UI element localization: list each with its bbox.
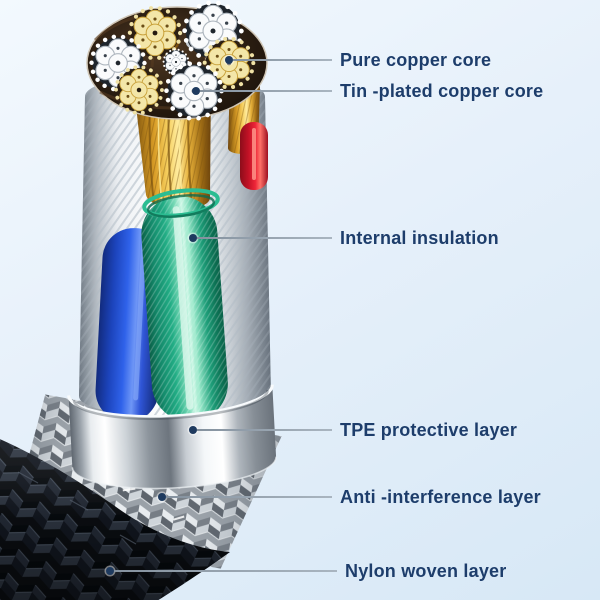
- callout-nylon-woven-layer: Nylon woven layer: [106, 561, 506, 581]
- callout-label: TPE protective layer: [340, 419, 518, 440]
- leader-line: [197, 237, 332, 239]
- tpe-ring-rim: [67, 384, 274, 419]
- callout-label: Pure copper core: [340, 49, 492, 70]
- callout-label: Nylon woven layer: [345, 560, 507, 581]
- callout-tin-plated-copper-core: Tin -plated copper core: [192, 81, 543, 101]
- leader-dot: [189, 426, 197, 434]
- leader-dot: [192, 87, 200, 95]
- leader-line: [114, 570, 337, 572]
- leader-line: [233, 59, 332, 61]
- green-wire-cut-mouth: [142, 188, 220, 218]
- nylon-braid-shading: [0, 439, 230, 600]
- callout-pure-copper-core: Pure copper core: [225, 50, 491, 70]
- callout-label: Anti -interference layer: [340, 486, 541, 507]
- leader-line: [197, 429, 332, 431]
- nylon-braid-highlights: [17, 471, 137, 545]
- nylon-woven-layer: [0, 439, 230, 600]
- green-wire: [141, 196, 228, 422]
- leader-dot: [225, 56, 233, 64]
- callout-anti-interference-layer: Anti -interference layer: [158, 487, 541, 507]
- leader-dot: [189, 234, 197, 242]
- leader-line: [200, 90, 332, 92]
- callout-tpe-protective-layer: TPE protective layer: [189, 420, 517, 440]
- tpe-protective-layer: [67, 384, 277, 490]
- leader-dot: [158, 493, 166, 501]
- callout-label: Tin -plated copper core: [340, 80, 544, 101]
- red-wire: [240, 122, 268, 190]
- leader-line: [166, 496, 332, 498]
- leader-dot: [106, 567, 114, 575]
- callout-label: Internal insulation: [340, 227, 499, 248]
- callout-internal-insulation: Internal insulation: [189, 228, 499, 248]
